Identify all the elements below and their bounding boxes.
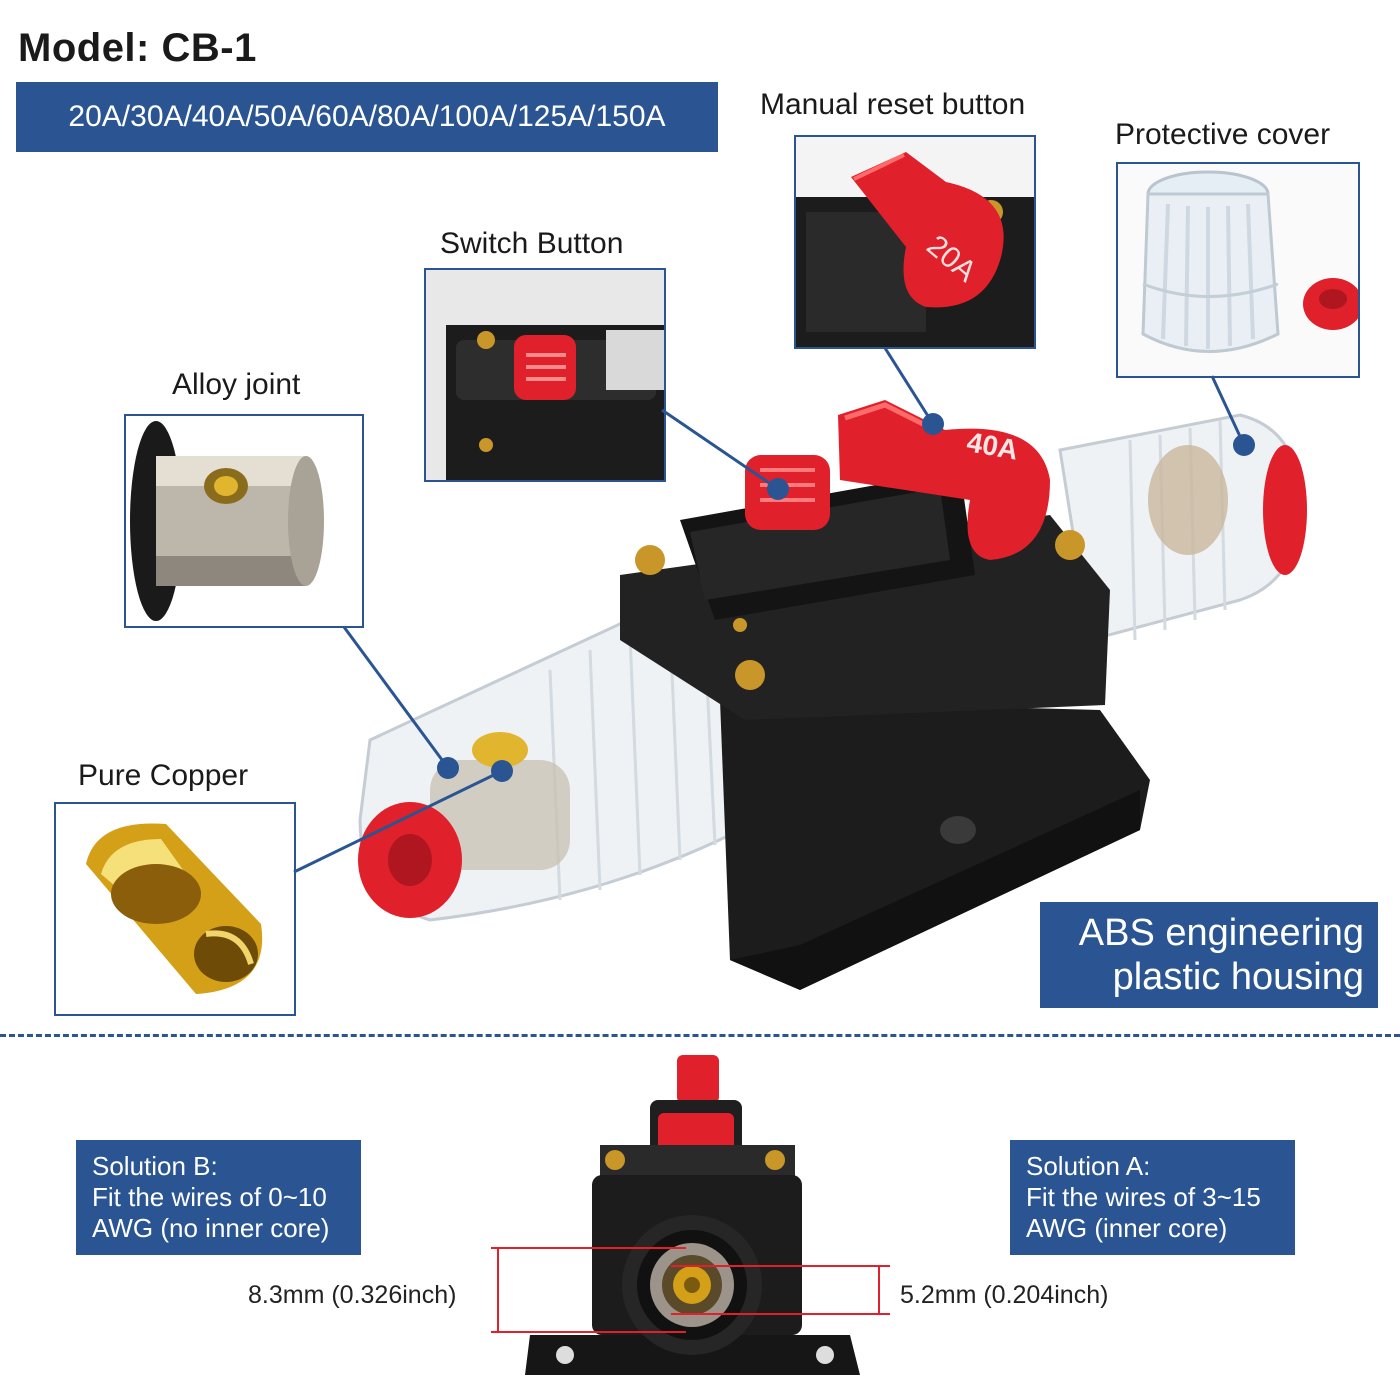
ratings-banner: 20A/30A/40A/50A/60A/80A/100A/125A/150A <box>16 82 718 152</box>
manual-reset-inset: 20A <box>794 135 1036 349</box>
solution-b-box: Solution B: Fit the wires of 0~10 AWG (n… <box>76 1140 361 1255</box>
pure-copper-label: Pure Copper <box>78 759 249 792</box>
solution-b-title: Solution B: <box>92 1151 218 1181</box>
housing-line-2: plastic housing <box>1112 956 1364 998</box>
solution-b-line-2: Fit the wires of 0~10 <box>92 1182 327 1212</box>
outer-diameter-label: 8.3mm (0.326inch) <box>248 1281 457 1309</box>
section-divider <box>0 1034 1400 1037</box>
dimension-lines <box>491 1247 890 1333</box>
protective-cover-inset <box>1116 162 1360 378</box>
housing-line-1: ABS engineering <box>1078 912 1364 954</box>
solution-b-line-3: AWG (no inner core) <box>92 1213 330 1243</box>
protective-cover-label: Protective cover <box>1115 118 1331 151</box>
manual-reset-label: Manual reset button <box>760 88 1026 121</box>
alloy-joint-inset <box>124 414 364 628</box>
solution-a-title: Solution A: <box>1026 1151 1151 1181</box>
switch-button-inset <box>424 268 666 482</box>
inner-diameter-label: 5.2mm (0.204inch) <box>900 1281 1109 1309</box>
pure-copper-inset <box>54 802 296 1016</box>
reset-lever-rating: 40A <box>965 426 1021 465</box>
model-title: Model: CB-1 <box>18 26 257 70</box>
alloy-joint-label: Alloy joint <box>172 368 301 401</box>
solution-a-line-3: AWG (inner core) <box>1026 1213 1228 1243</box>
switch-button-label: Switch Button <box>440 227 624 260</box>
breaker-end-view <box>525 1055 860 1375</box>
housing-material-badge: ABS engineering plastic housing <box>1040 902 1378 1008</box>
solution-a-line-2: Fit the wires of 3~15 <box>1026 1182 1261 1212</box>
solution-a-box: Solution A: Fit the wires of 3~15 AWG (i… <box>1010 1140 1295 1255</box>
